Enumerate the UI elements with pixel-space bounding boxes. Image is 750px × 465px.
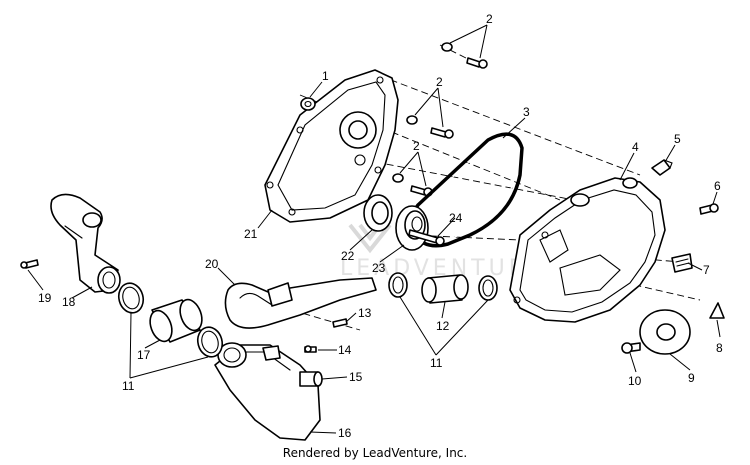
inlet-tube — [50, 193, 121, 294]
callout-18: 18 — [62, 295, 76, 309]
inner-cover-plate — [264, 69, 399, 223]
callout-11-left: 11 — [122, 379, 135, 393]
callout-7: 7 — [703, 263, 710, 277]
callout-3: 3 — [523, 105, 530, 119]
hose-clamp-left — [117, 282, 145, 314]
callout-17: 17 — [137, 348, 151, 362]
duct-coupler — [388, 272, 498, 304]
bearing-plate — [395, 205, 429, 251]
callout-16: 16 — [338, 426, 352, 440]
footer-credit: Rendered by LeadVenture, Inc. — [282, 446, 468, 460]
callout-23: 23 — [372, 261, 386, 275]
callout-20: 20 — [205, 257, 219, 271]
duct-sleeve — [149, 298, 203, 343]
callout-1: 1 — [322, 69, 329, 83]
callout-5: 5 — [674, 132, 681, 146]
bolt-set-middle — [406, 115, 454, 139]
callout-2-middle: 2 — [436, 75, 443, 89]
pivot-bolt — [408, 229, 445, 246]
callout-19: 19 — [38, 291, 52, 305]
callout-labels: 1 2 2 2 3 4 5 6 7 8 9 10 11 11 12 13 14 … — [38, 12, 723, 440]
leader-lines — [27, 24, 721, 434]
mounting-screw — [304, 345, 317, 353]
seal — [363, 194, 393, 232]
callout-22: 22 — [341, 249, 355, 263]
callout-15: 15 — [349, 370, 363, 384]
tube-screw — [20, 259, 39, 269]
callout-14: 14 — [338, 343, 352, 357]
callout-12: 12 — [436, 319, 450, 333]
outer-clutch-cover — [509, 177, 666, 323]
intake-duct — [224, 277, 377, 329]
drain-screw — [621, 342, 641, 354]
cover-clip — [651, 159, 673, 176]
bolt-set-top — [441, 42, 488, 69]
gasket-ring — [639, 309, 691, 355]
warning-decal — [671, 253, 693, 273]
callout-10: 10 — [628, 374, 642, 388]
callout-9: 9 — [688, 371, 695, 385]
duct-screw — [332, 318, 348, 328]
callout-2-top: 2 — [486, 12, 493, 26]
callout-11-right: 11 — [430, 356, 443, 370]
callout-4: 4 — [632, 140, 639, 154]
outlet-duct — [214, 342, 321, 441]
cover-screw — [699, 203, 719, 215]
callout-2-lower: 2 — [413, 139, 420, 153]
info-decal — [709, 302, 725, 319]
callout-21: 21 — [244, 227, 258, 241]
callout-8: 8 — [716, 341, 723, 355]
callout-24: 24 — [449, 211, 463, 225]
hose-clamp-right — [196, 326, 224, 358]
duct-connector — [299, 371, 323, 387]
callout-6: 6 — [714, 179, 721, 193]
washer — [300, 97, 316, 111]
callout-13: 13 — [358, 306, 372, 320]
